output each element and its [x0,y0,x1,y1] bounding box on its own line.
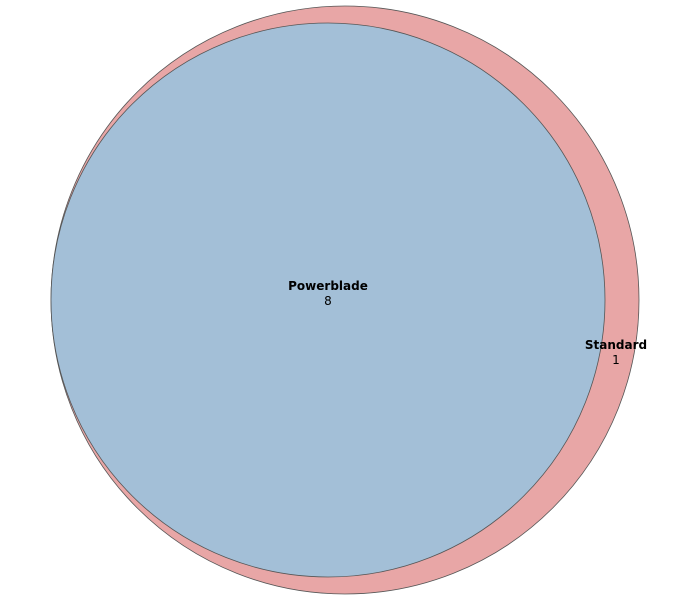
label-powerblade: Powerblade 8 [288,279,368,308]
set-name-standard: Standard [585,338,647,352]
set-circle-powerblade [50,22,606,578]
set-count-powerblade: 8 [324,294,332,308]
set-count-standard: 1 [612,353,620,367]
label-standard: Standard 1 [585,338,647,367]
set-name-powerblade: Powerblade [288,279,368,293]
